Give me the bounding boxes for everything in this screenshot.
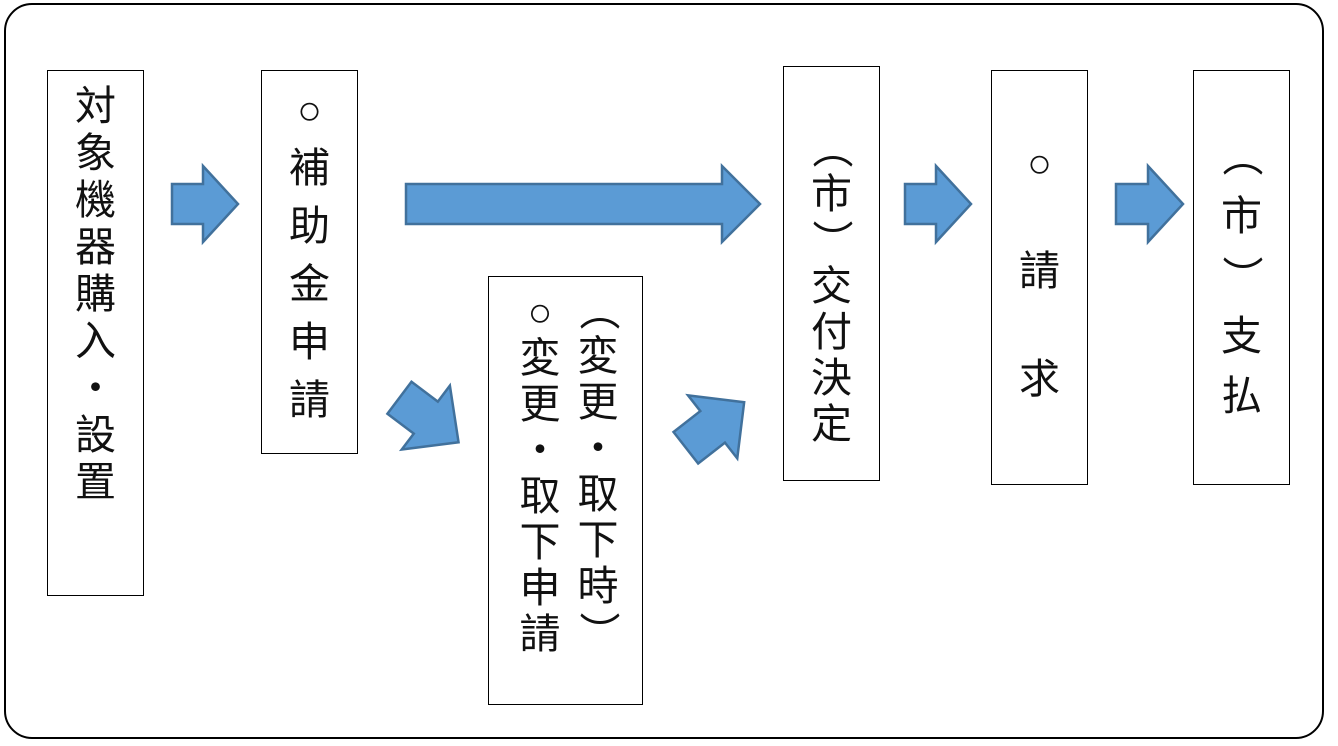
label-char: 象 bbox=[75, 129, 116, 177]
label-char: 器 bbox=[75, 223, 116, 271]
label-char: 時 bbox=[577, 562, 619, 610]
label-char: 設 bbox=[75, 411, 116, 459]
label-grant-decision: （市）交付決定 bbox=[784, 125, 879, 448]
arrow-right-long-icon bbox=[404, 162, 762, 246]
box-payment: （市）支払 bbox=[1193, 70, 1290, 485]
label-char: 置 bbox=[75, 458, 116, 506]
label-char: 金 bbox=[289, 260, 330, 308]
label-char: ・ bbox=[75, 364, 116, 412]
label-char: 機 bbox=[75, 176, 116, 224]
label-purchase-install: 対象機器購入・設置 bbox=[48, 83, 143, 506]
label-char: 下 bbox=[577, 516, 619, 564]
label-char: 付 bbox=[811, 308, 852, 356]
label-char: 市 bbox=[1221, 192, 1262, 240]
box-subsidy-application: ○ 補助金申請 bbox=[261, 70, 358, 454]
label-change-withdraw-application: ○変更・取下申請 bbox=[505, 289, 575, 657]
diagram-frame bbox=[4, 3, 1324, 739]
label-char: 入 bbox=[75, 317, 116, 365]
label-char: 更 bbox=[577, 378, 619, 426]
arrow-right-icon bbox=[170, 162, 240, 246]
label-char: 変 bbox=[577, 332, 619, 380]
label-char: 補 bbox=[289, 144, 330, 192]
label-char: 請 bbox=[519, 610, 561, 658]
label-char: 請 bbox=[1019, 247, 1060, 295]
label-char: ○ bbox=[527, 288, 553, 336]
label-char: 市 bbox=[811, 170, 852, 218]
label-char: 払 bbox=[1221, 372, 1262, 420]
label-char: 交 bbox=[811, 262, 852, 310]
label-char: 求 bbox=[1019, 355, 1060, 403]
box-claim: ○ 請求 bbox=[991, 70, 1088, 485]
label-char: ・ bbox=[519, 426, 561, 474]
box-change-withdraw: （変更・取下時） ○変更・取下申請 bbox=[488, 276, 643, 705]
label-char: 定 bbox=[811, 400, 852, 448]
box-grant-decision: （市）交付決定 bbox=[783, 66, 880, 481]
label-char: 下 bbox=[519, 518, 561, 566]
label-char: 取 bbox=[577, 470, 619, 518]
label-char: 購 bbox=[75, 270, 116, 318]
label-char: 取 bbox=[519, 472, 561, 520]
arrow-right-icon bbox=[903, 162, 973, 246]
label-char: 対 bbox=[75, 82, 116, 130]
arrow-right-icon bbox=[1114, 162, 1185, 246]
label-char: 助 bbox=[289, 202, 330, 250]
label-char: ・ bbox=[577, 424, 619, 472]
label-char: 更 bbox=[519, 380, 561, 428]
label-char: 申 bbox=[519, 564, 561, 612]
label-char: 変 bbox=[519, 334, 561, 382]
label-subsidy-application: ○ 補助金申請 bbox=[262, 81, 357, 429]
arrow-down-right-icon bbox=[385, 380, 460, 452]
label-payment: （市）支払 bbox=[1194, 126, 1289, 426]
label-char: 決 bbox=[811, 354, 852, 402]
label-change-withdraw-when: （変更・取下時） bbox=[563, 287, 633, 655]
label-claim: ○ 請求 bbox=[992, 109, 1087, 433]
label-char: 支 bbox=[1221, 312, 1262, 360]
label-char: ○ bbox=[297, 86, 322, 134]
label-char: 申 bbox=[289, 318, 330, 366]
label-char: 請 bbox=[289, 376, 330, 424]
box-purchase-install: 対象機器購入・設置 bbox=[47, 70, 144, 596]
arrow-up-right-icon bbox=[671, 393, 746, 466]
label-char: ○ bbox=[1027, 139, 1052, 187]
